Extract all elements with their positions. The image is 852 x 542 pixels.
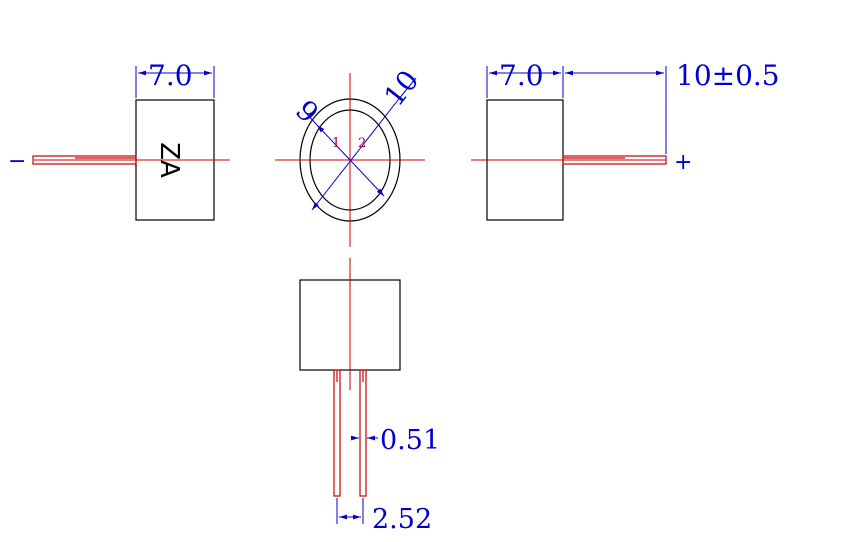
pin-2-label: 2 [358, 136, 366, 151]
right-side-view: + 7.0 10±0.5 [471, 59, 780, 221]
bottom-view: 0.51 2.52 [299, 258, 440, 535]
left-lead [32, 155, 137, 165]
pin-right [359, 369, 367, 497]
lead-length-label: 10±0.5 [676, 59, 780, 92]
pin-1-label: 1 [332, 136, 340, 151]
pin-left [333, 369, 341, 497]
pin-thickness-label: 0.51 [380, 425, 440, 456]
front-view: 9 10 1 2 [275, 64, 425, 247]
minus-sign: − [8, 149, 26, 174]
left-width-label: 7.0 [148, 59, 193, 92]
right-lead [562, 155, 667, 165]
left-side-view: ZA − 7.0 [8, 59, 230, 221]
body-marking: ZA [154, 142, 184, 178]
diameter-10-line [311, 99, 399, 211]
pin-spacing-label: 2.52 [372, 504, 432, 535]
right-width-label: 7.0 [499, 59, 544, 92]
diameter-10-label: 10 [378, 64, 426, 112]
diameter-9-label: 9 [289, 94, 325, 130]
diameter-9-leader [304, 111, 318, 126]
diameter-10-leader [397, 77, 417, 101]
plus-sign: + [674, 150, 692, 175]
